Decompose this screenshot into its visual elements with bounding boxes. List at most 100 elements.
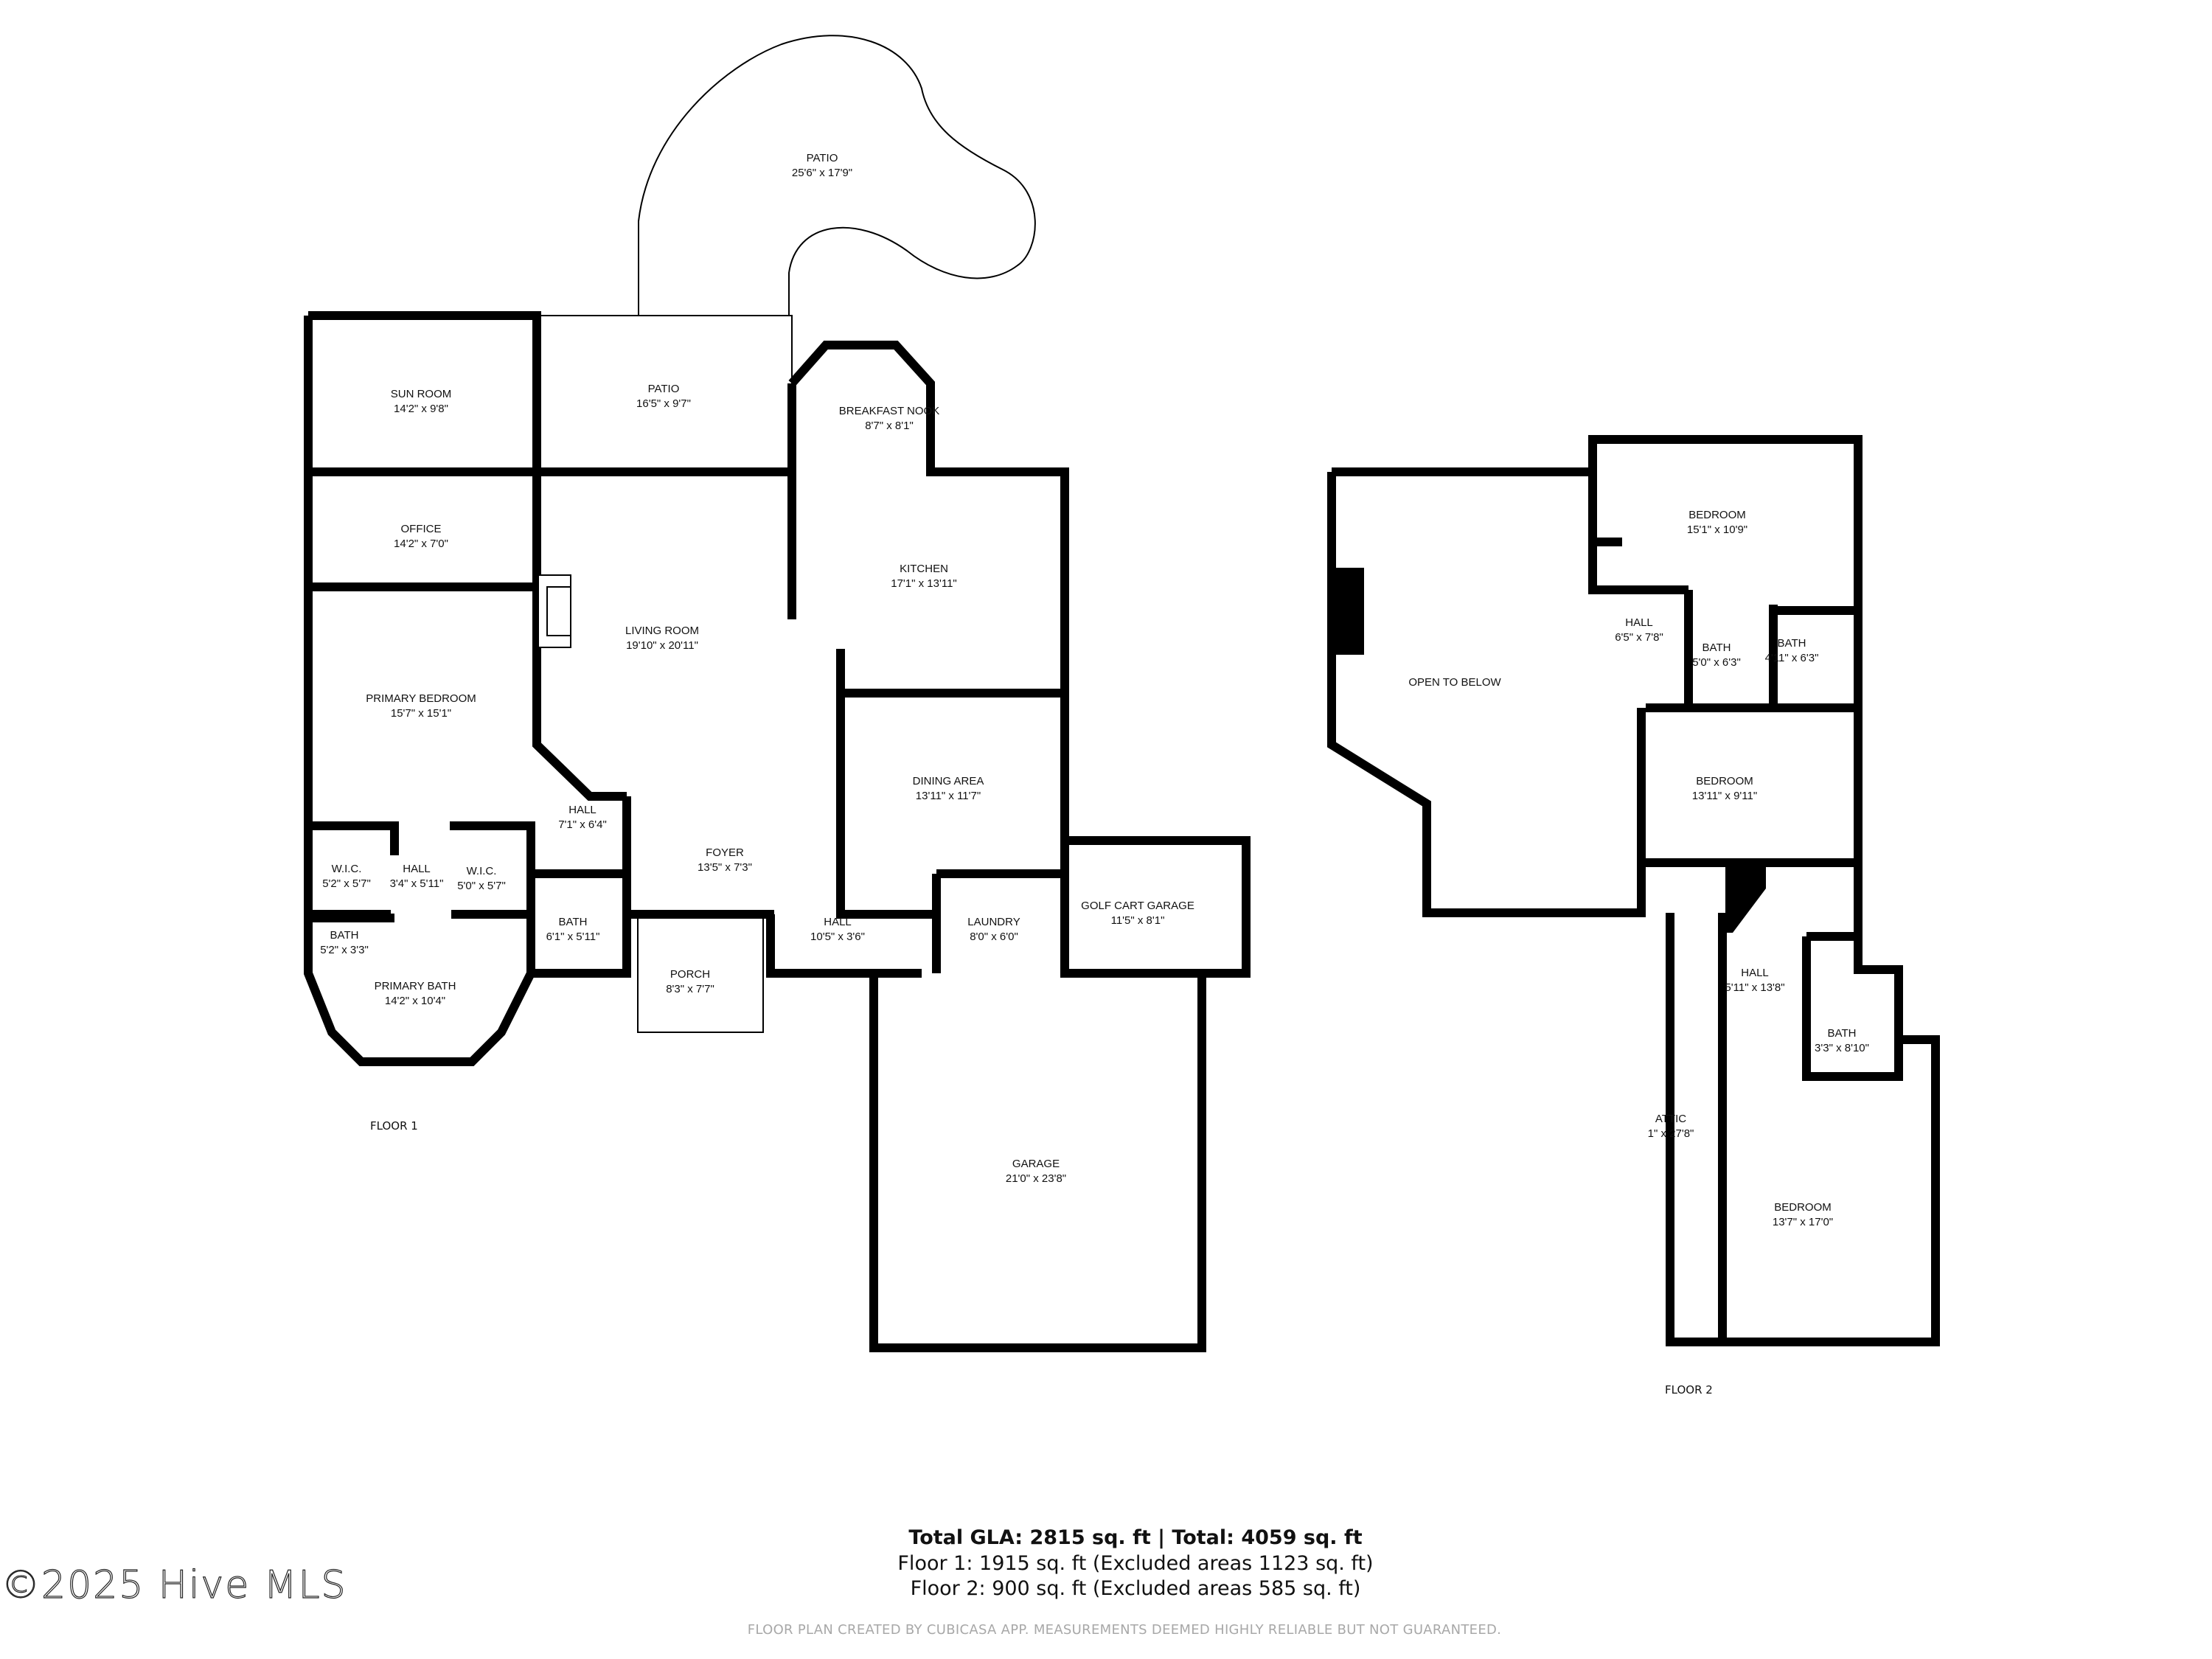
room-name: LIVING ROOM [625, 625, 700, 637]
chimney-icon [1332, 568, 1766, 933]
room-name: BATH [1777, 637, 1806, 650]
room-label: BATH 4'11" x 6'3" [1765, 636, 1819, 666]
room-label: HALL 6'5" x 7'8" [1615, 616, 1663, 645]
room-dimensions: 6'5" x 7'8" [1615, 631, 1663, 644]
room-dimensions: 25'6" x 17'9" [791, 167, 853, 179]
room-name: PRIMARY BEDROOM [366, 692, 476, 705]
room-label: DINING AREA 13'11" x 11'7" [913, 774, 984, 804]
room-label: W.I.C. 5'0" x 5'7" [457, 864, 506, 894]
floor-1-label: FLOOR 1 [370, 1119, 418, 1133]
room-name: HALL [824, 916, 852, 928]
room-dimensions: 1" x 27'8" [1647, 1127, 1694, 1140]
room-label: PRIMARY BATH 14'2" x 10'4" [375, 979, 456, 1009]
room-name: HALL [403, 863, 431, 875]
room-dimensions: 5'2" x 3'3" [320, 944, 369, 956]
room-dimensions: 5'0" x 6'3" [1692, 656, 1741, 669]
floor-2-label: FLOOR 2 [1665, 1383, 1713, 1397]
room-name: SUN ROOM [390, 388, 452, 400]
room-dimensions: 8'7" x 8'1" [865, 420, 914, 432]
room-name: HALL [1625, 616, 1653, 629]
room-name: BATH [558, 916, 588, 928]
room-name: BREAKFAST NOOK [838, 405, 940, 417]
room-label: BEDROOM 13'11" x 9'11" [1692, 774, 1757, 804]
room-name: BATH [1827, 1027, 1857, 1040]
room-dimensions: 14'2" x 7'0" [394, 538, 448, 550]
room-label: BREAKFAST NOOK 8'7" x 8'1" [839, 404, 939, 434]
room-dimensions: 13'7" x 17'0" [1772, 1216, 1834, 1228]
room-dimensions: 4'11" x 6'3" [1764, 652, 1819, 664]
room-name: OFFICE [400, 523, 442, 535]
patio-outline [638, 35, 1036, 316]
room-name: W.I.C. [466, 865, 497, 877]
room-label: HALL 5'11" x 13'8" [1725, 966, 1784, 995]
room-name: W.I.C. [331, 863, 362, 875]
room-dimensions: 8'3" x 7'7" [666, 983, 714, 995]
room-label: BEDROOM 13'7" x 17'0" [1773, 1200, 1833, 1230]
room-label: OFFICE 14'2" x 7'0" [394, 522, 448, 552]
copyright-watermark: ©2025 Hive MLS [1, 1562, 347, 1607]
fireplace-icon [538, 574, 571, 648]
room-dimensions: 13'11" x 9'11" [1691, 790, 1758, 802]
room-dimensions: 16'5" x 9'7" [636, 397, 691, 410]
room-dimensions: 5'0" x 5'7" [457, 880, 506, 892]
room-dimensions: 21'0" x 23'8" [1005, 1172, 1067, 1185]
room-name: BATH [330, 929, 359, 942]
room-name: LAUNDRY [967, 916, 1020, 928]
room-label: BATH 3'3" x 8'10" [1815, 1026, 1869, 1056]
room-label: HALL 10'5" x 3'6" [810, 915, 865, 945]
room-dimensions: 19'10" x 20'11" [626, 639, 698, 652]
room-name: HALL [1741, 967, 1769, 979]
room-dimensions: 15'7" x 15'1" [390, 707, 452, 720]
room-name: PATIO [806, 152, 838, 164]
room-label: ATTIC 1" x 27'8" [1648, 1112, 1694, 1141]
room-name: FOYER [706, 846, 744, 859]
room-name: KITCHEN [900, 563, 948, 575]
room-name: DINING AREA [912, 775, 984, 787]
room-name: GOLF CART GARAGE [1081, 900, 1194, 912]
room-label: BATH 6'1" x 5'11" [546, 915, 600, 945]
room-name: ATTIC [1655, 1113, 1687, 1125]
room-label: BATH 5'0" x 6'3" [1692, 641, 1741, 670]
room-label: W.I.C.5'2" x 5'7" [322, 862, 371, 891]
total-gla: Total GLA: 2815 sq. ft | Total: 4059 sq.… [908, 1526, 1363, 1549]
room-label: GARAGE 21'0" x 23'8" [1006, 1157, 1066, 1186]
room-dimensions: 5'11" x 13'8" [1725, 981, 1785, 994]
room-label: BEDROOM 15'1" x 10'9" [1687, 508, 1747, 538]
room-name: GARAGE [1012, 1158, 1060, 1170]
room-name: BEDROOM [1696, 775, 1753, 787]
room-label: LAUNDRY 8'0" x 6'0" [967, 915, 1020, 945]
room-label: LIVING ROOM 19'10" x 20'11" [625, 624, 699, 653]
area-summary: Total GLA: 2815 sq. ft | Total: 4059 sq.… [897, 1525, 1373, 1601]
room-label: FOYER 13'5" x 7'3" [698, 846, 752, 875]
room-dimensions: 13'5" x 7'3" [698, 861, 752, 874]
room-dimensions: 15'1" x 10'9" [1686, 524, 1748, 536]
room-dimensions: 10'5" x 3'6" [810, 931, 865, 943]
room-label: PORCH 8'3" x 7'7" [666, 967, 714, 997]
room-name: PORCH [669, 968, 711, 981]
room-name: PRIMARY BATH [374, 980, 456, 992]
room-name: BATH [1702, 641, 1731, 654]
room-dimensions: 6'1" x 5'11" [546, 931, 600, 943]
floor-1-area: Floor 1: 1915 sq. ft (Excluded areas 112… [897, 1552, 1374, 1575]
room-dimensions: 13'11" x 11'7" [915, 790, 981, 802]
room-name: BEDROOM [1774, 1201, 1832, 1214]
room-label: GOLF CART GARAGE 11'5" x 8'1" [1081, 899, 1194, 928]
room-dimensions: 3'3" x 8'10" [1815, 1042, 1869, 1054]
room-name: PATIO [647, 383, 680, 395]
floor-2-area: Floor 2: 900 sq. ft (Excluded areas 585 … [910, 1577, 1361, 1600]
room-label: PRIMARY BEDROOM 15'7" x 15'1" [366, 692, 476, 721]
room-label: OPEN TO BELOW [1408, 675, 1500, 690]
disclaimer: FLOOR PLAN CREATED BY CUBICASA APP. MEAS… [747, 1622, 1502, 1638]
floor2-walls [1327, 435, 1940, 1346]
room-dimensions: 8'0" x 6'0" [970, 931, 1018, 943]
room-label: PATIO 25'6" x 17'9" [792, 151, 852, 181]
room-label: PATIO 16'5" x 9'7" [636, 382, 691, 411]
room-name: HALL [568, 804, 597, 816]
room-dimensions: 14'2" x 10'4" [384, 995, 446, 1007]
room-dimensions: 11'5" x 8'1" [1110, 914, 1165, 927]
room-name: BEDROOM [1688, 509, 1746, 521]
